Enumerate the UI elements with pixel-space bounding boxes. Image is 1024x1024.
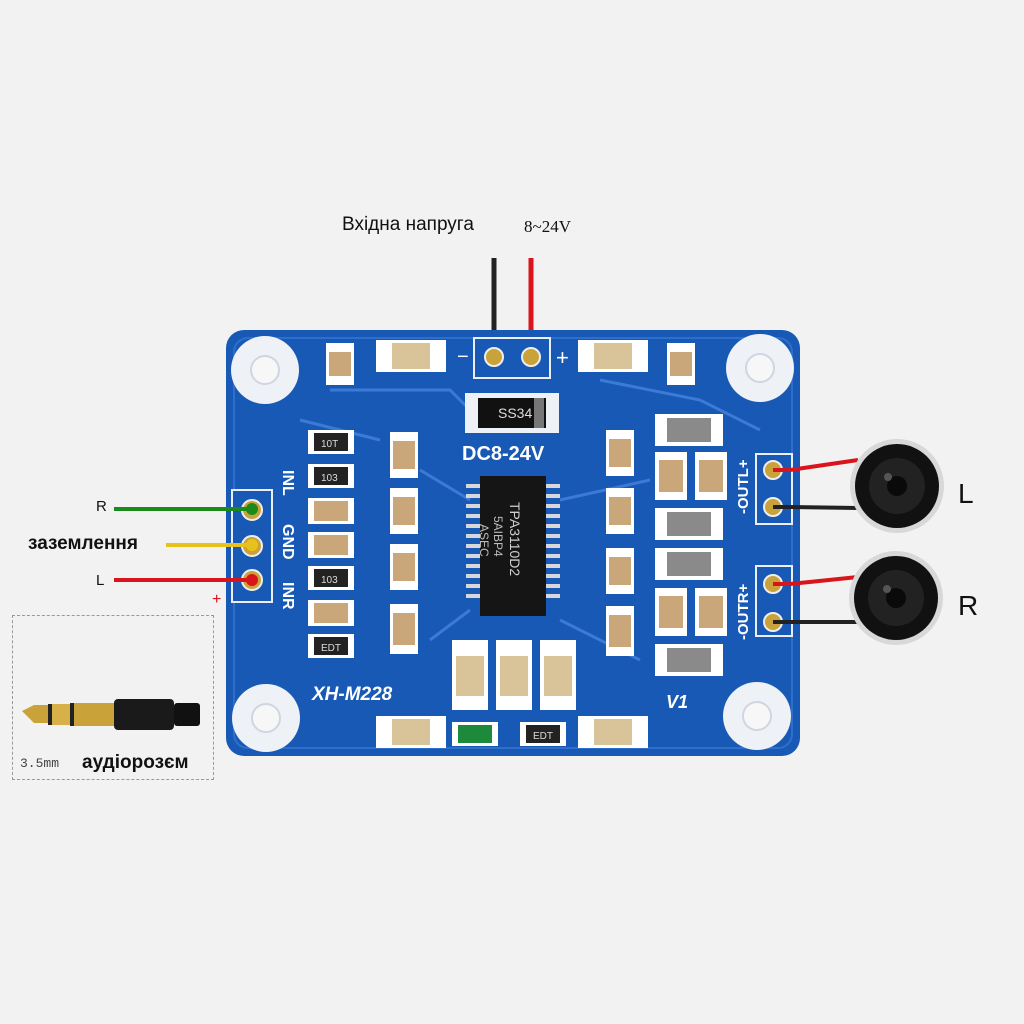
capacitor <box>390 488 418 534</box>
input-ground-label: заземлення <box>28 533 138 554</box>
capacitor <box>540 640 576 710</box>
capacitor <box>606 548 634 594</box>
output-terminal-l <box>755 453 793 525</box>
input-wire-l-tip <box>246 574 258 586</box>
input-gnd-pcb-label: GND <box>279 524 296 560</box>
capacitor <box>606 430 634 476</box>
power-terminal <box>473 337 551 379</box>
resistor <box>308 600 354 626</box>
inductor-block <box>655 414 727 676</box>
mounting-hole <box>232 684 300 752</box>
output-wire-l-minus <box>773 505 859 510</box>
diode-label: SS34 <box>498 405 532 421</box>
output-wire-r-plus <box>773 575 859 586</box>
output-l-label: L <box>958 478 974 509</box>
resistor <box>308 464 354 488</box>
output-wire-l-plus <box>773 458 859 472</box>
input-wire-r-tip <box>246 503 258 515</box>
resistor-label: EDT <box>321 643 341 654</box>
input-l-label: L <box>96 572 105 589</box>
input-inr-label: INR <box>279 582 296 610</box>
speaker-icon-r <box>849 551 943 645</box>
resistor <box>452 722 498 746</box>
mounting-hole <box>231 336 299 404</box>
mounting-hole <box>726 334 794 402</box>
capacitor <box>606 606 634 656</box>
resistor <box>308 566 354 590</box>
resistor <box>308 430 354 454</box>
power-minus-label: − <box>457 346 469 368</box>
chip-line-2: 5AIBP4 <box>491 516 505 557</box>
capacitor <box>578 340 648 372</box>
resistor <box>308 634 354 658</box>
capacitor <box>326 343 354 385</box>
input-inl-label: INL <box>279 470 296 496</box>
resistor <box>308 498 354 524</box>
capacitor <box>667 343 695 385</box>
output-outl-label: -OUTL+ <box>735 459 752 514</box>
capacitor <box>390 604 418 654</box>
power-input-label: Вхідна напруга <box>342 214 474 235</box>
jack-title-label: аудіорозєм <box>82 752 189 773</box>
capacitor <box>390 544 418 590</box>
capacitor <box>452 640 488 710</box>
capacitor <box>376 716 446 748</box>
chip-line-3: ASEC <box>477 524 491 557</box>
chip-marking: TPA3110D2 5AIBP4 ASEC <box>477 502 523 576</box>
mounting-hole <box>723 682 791 750</box>
audio-jack-icon <box>22 699 200 730</box>
resistor <box>520 722 566 746</box>
diode-ss34 <box>465 393 559 433</box>
capacitor <box>606 488 634 534</box>
output-r-label: R <box>958 590 979 621</box>
input-wire-gnd-tip <box>246 539 258 551</box>
resistor-label: EDT <box>533 731 553 742</box>
resistor-label: 103 <box>321 575 338 586</box>
input-plus-mark: + <box>212 591 221 608</box>
capacitor <box>376 340 446 372</box>
chip-line-1: TPA3110D2 <box>507 502 523 576</box>
audio-jack-box <box>12 615 214 780</box>
resistor-label: 103 <box>321 473 338 484</box>
board-voltage-label: DC8-24V <box>462 443 545 465</box>
output-terminal-r <box>755 565 793 637</box>
board-model-label: XH-M228 <box>311 684 393 705</box>
power-range-label: 8~24V <box>524 217 571 236</box>
speaker-icon-l <box>850 439 944 533</box>
power-plus-label: + <box>556 345 569 370</box>
resistor-label: 10T <box>321 439 338 450</box>
jack-size-label: 3.5mm <box>20 756 60 771</box>
capacitor <box>496 640 532 710</box>
output-outr-label: -OUTR+ <box>735 584 752 640</box>
amplifier-chip <box>466 476 560 616</box>
board-version-label: V1 <box>666 692 688 712</box>
resistor <box>308 532 354 558</box>
capacitor <box>390 432 418 478</box>
capacitor <box>578 716 648 748</box>
input-r-label: R <box>96 498 107 515</box>
